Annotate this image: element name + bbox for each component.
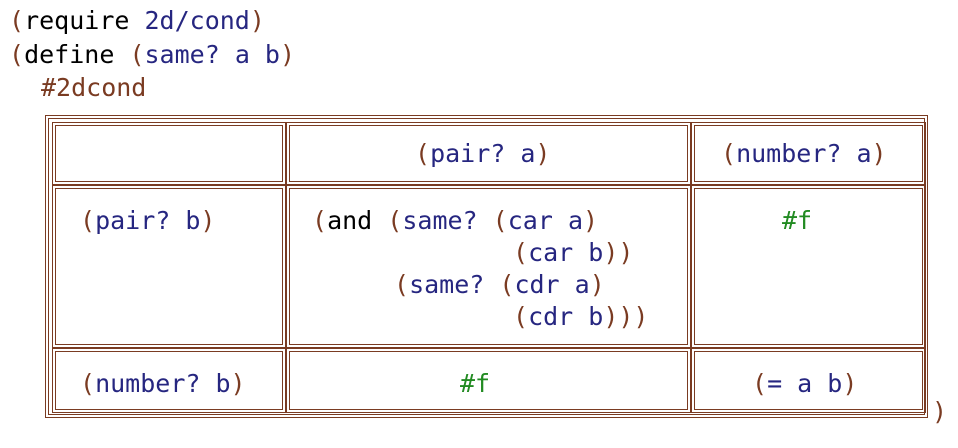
keyword-define: define <box>24 40 115 69</box>
paren: ( <box>387 206 403 235</box>
expr: cdr b <box>528 302 604 331</box>
paren: ( <box>129 40 145 69</box>
paren: ))) <box>603 302 649 331</box>
paren: ) <box>535 139 551 168</box>
header-cell-number-a: (number? a) <box>691 122 926 185</box>
body-cell-equal-expr: (= a b) <box>691 348 926 413</box>
function-name: same? <box>144 40 220 69</box>
predicate: number? b <box>95 369 231 398</box>
cond-table: (pair? a) (number? a) (pair? b) (and (sa… <box>45 115 928 418</box>
space <box>129 6 144 35</box>
expr: = a b <box>767 369 843 398</box>
paren: ( <box>492 206 508 235</box>
space <box>484 270 499 299</box>
header-cell-pair-a: (pair? a) <box>286 122 691 185</box>
paren: ( <box>513 302 529 331</box>
fn-name: same? <box>409 270 485 299</box>
row-label-number-b: (number? b) <box>52 348 286 413</box>
paren: ) <box>200 206 216 235</box>
literal-false: #f <box>460 369 491 398</box>
header-text: (number? a) <box>721 138 887 170</box>
space <box>478 206 493 235</box>
keyword-and: and <box>327 206 373 235</box>
function-args: a b <box>219 40 280 69</box>
expr-line-1: (and (same? (car a) <box>312 205 598 237</box>
paren: ( <box>80 206 96 235</box>
expr: cdr a <box>514 270 590 299</box>
table-corner-cell <box>52 122 286 185</box>
space <box>372 206 387 235</box>
paren: ( <box>721 139 737 168</box>
reader-directive: #2dcond <box>41 73 147 102</box>
body-cell-false: #f <box>286 348 691 413</box>
space <box>114 40 129 69</box>
code-line-define: (define (same? a b) <box>9 39 295 71</box>
expr-line-2: (car b)) <box>513 237 633 269</box>
paren: ( <box>80 369 96 398</box>
paren: ( <box>9 40 25 69</box>
paren: ( <box>394 270 410 299</box>
row-label-pair-b: (pair? b) <box>52 185 286 348</box>
keyword-require: require <box>24 6 130 35</box>
header-text: (pair? a) <box>415 138 550 170</box>
expr-line-4: (cdr b))) <box>513 301 648 333</box>
paren: ) <box>279 40 296 69</box>
fn-name: same? <box>402 206 478 235</box>
expr: car b <box>528 238 604 267</box>
paren: ( <box>9 6 25 35</box>
literal-false: #f <box>782 206 813 235</box>
paren: ( <box>752 369 768 398</box>
module-name: 2d/cond <box>144 6 250 35</box>
row-label-text: (number? b) <box>80 368 246 400</box>
closing-paren: ) <box>932 397 948 426</box>
paren: ( <box>312 206 328 235</box>
predicate: pair? b <box>95 206 201 235</box>
expr: car a <box>507 206 583 235</box>
predicate: pair? a <box>430 139 536 168</box>
paren: ( <box>513 238 529 267</box>
predicate: number? a <box>736 139 872 168</box>
code-line-require: (require 2d/cond) <box>9 5 265 37</box>
paren: ) <box>842 369 858 398</box>
paren: ) <box>249 6 265 35</box>
paren: ) <box>871 139 887 168</box>
paren: ( <box>499 270 515 299</box>
expr-text: (= a b) <box>752 368 857 400</box>
expr-line-3: (same? (cdr a) <box>394 269 605 301</box>
paren: ) <box>583 206 599 235</box>
paren: ) <box>230 369 246 398</box>
paren: ) <box>589 270 605 299</box>
paren: ( <box>415 139 431 168</box>
row-label-text: (pair? b) <box>80 205 215 237</box>
body-cell-and-expr: (and (same? (car a) (car b)) (same? (cdr… <box>286 185 691 348</box>
code-line-reader: #2dcond <box>41 72 146 104</box>
body-cell-false: #f <box>691 185 926 348</box>
paren: )) <box>603 238 634 267</box>
